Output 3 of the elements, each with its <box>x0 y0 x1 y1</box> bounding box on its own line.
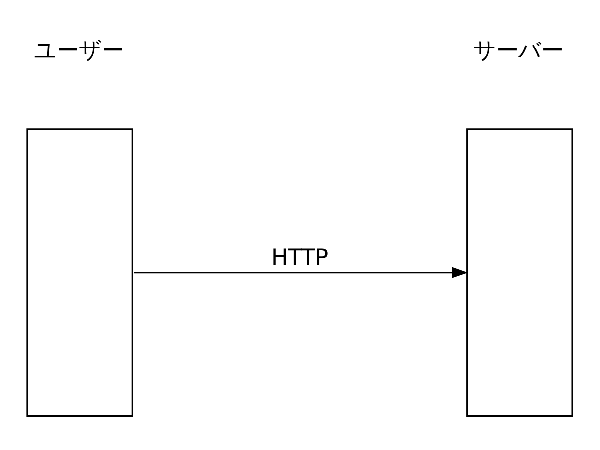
node-label: ユーザー <box>34 38 124 64</box>
node-label: サーバー <box>474 38 564 64</box>
edge-label: HTTP <box>271 245 329 272</box>
